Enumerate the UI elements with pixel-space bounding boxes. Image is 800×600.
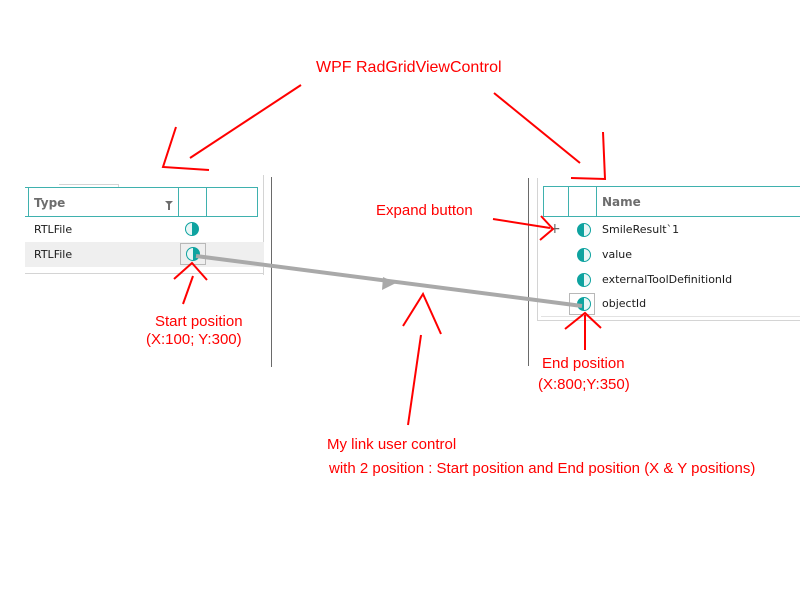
arrow-line [182, 275, 194, 305]
right-grid-row[interactable]: + SmileResult`1 [543, 218, 800, 242]
left-grid-panel [0, 175, 272, 375]
arrow-line [493, 92, 581, 164]
right-grid-bottom-border [537, 320, 800, 321]
row-type-cell: RTLFile [34, 248, 73, 261]
arrow-head [564, 311, 602, 330]
end-position-label: End position [542, 355, 625, 372]
arrow-head [161, 126, 210, 171]
right-grid-left-border [537, 178, 538, 320]
right-grid-row[interactable]: externalToolDefinitionId [543, 268, 800, 292]
row-type-cell: RTLFile [34, 223, 73, 236]
left-grid-bottom-border [25, 273, 264, 274]
start-position-label: Start position [155, 313, 243, 330]
row-name-cell: SmileResult`1 [602, 223, 680, 236]
link-control-annotation-line1: My link user control [327, 436, 457, 453]
row-name-cell: externalToolDefinitionId [602, 273, 733, 286]
row-name-cell: value [602, 248, 633, 261]
start-position-coords: (X:100; Y:300) [146, 331, 242, 348]
left-grid-right-border [263, 175, 264, 275]
expand-button[interactable]: + [549, 221, 561, 237]
title-annotation: WPF RadGridViewControl [316, 59, 502, 76]
column-header-name[interactable]: Name [602, 195, 641, 209]
link-control-annotation-line2: with 2 position : Start position and End… [329, 460, 756, 477]
arrow-head [539, 215, 555, 241]
connector-icon[interactable] [577, 273, 591, 287]
left-grid-top-border [59, 184, 119, 185]
link-direction-arrow [382, 277, 396, 290]
filter-icon[interactable] [165, 197, 173, 210]
arrow-head [402, 291, 442, 335]
right-splitter[interactable] [528, 178, 529, 366]
arrow-line [492, 218, 551, 229]
left-grid-row[interactable]: RTLFile [25, 218, 264, 242]
end-position-coords: (X:800;Y:350) [538, 376, 630, 393]
right-grid-row[interactable]: value [543, 243, 800, 267]
connector-icon[interactable] [185, 222, 199, 236]
arrow-line [189, 84, 302, 159]
column-header-type[interactable]: Type [34, 196, 66, 210]
connector-icon[interactable] [577, 248, 591, 262]
arrow-line [407, 334, 422, 426]
left-grid-row[interactable]: RTLFile [25, 242, 264, 267]
right-grid-header: Name [543, 186, 800, 217]
arrow-head [173, 261, 208, 281]
left-grid-header: Type [25, 187, 258, 217]
arrow-head [570, 131, 607, 181]
left-splitter[interactable] [271, 177, 272, 367]
expand-button-annotation: Expand button [376, 202, 473, 219]
connector-icon[interactable] [577, 223, 591, 237]
row-name-cell: objectId [602, 297, 647, 310]
